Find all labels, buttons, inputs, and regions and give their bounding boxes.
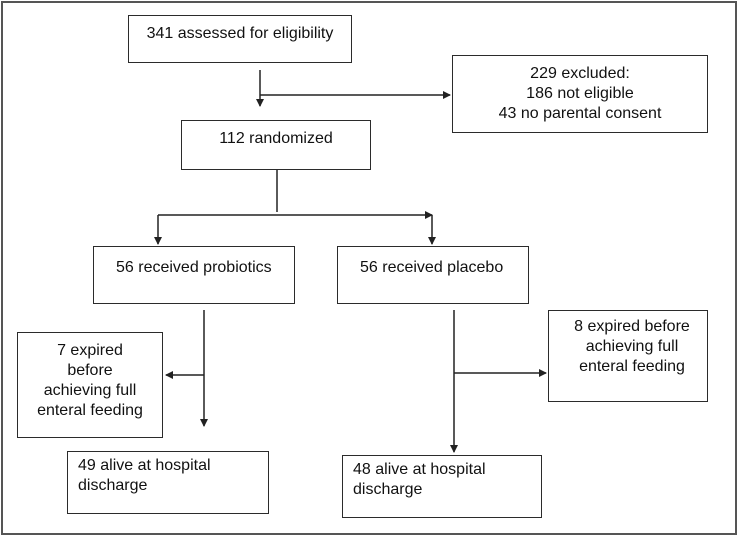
box-text: achieving full bbox=[585, 338, 679, 355]
box-alive-placebo: 48 alive at hospital discharge bbox=[342, 455, 542, 518]
box-text: enteral feeding bbox=[37, 402, 143, 419]
box-text: 8 expired before bbox=[574, 318, 690, 335]
box-text: 186 not eligible bbox=[526, 85, 634, 102]
box-text: 49 alive at hospital bbox=[78, 457, 211, 474]
box-expired-placebo: 8 expired before achieving full enteral … bbox=[548, 310, 708, 402]
box-text: discharge bbox=[78, 477, 148, 494]
box-text: discharge bbox=[353, 481, 423, 498]
box-assessed-eligibility: 341 assessed for eligibility bbox=[128, 15, 352, 63]
box-alive-probiotics: 49 alive at hospital discharge bbox=[67, 451, 269, 514]
box-text: before bbox=[67, 362, 113, 379]
box-expired-probiotics: 7 expired before achieving full enteral … bbox=[17, 332, 163, 438]
box-randomized: 112 randomized bbox=[181, 120, 371, 170]
box-received-probiotics: 56 received probiotics bbox=[93, 246, 295, 304]
box-text: 56 received probiotics bbox=[116, 259, 272, 276]
box-text: achieving full bbox=[43, 382, 137, 399]
box-text: 56 received placebo bbox=[360, 259, 504, 276]
box-text: 341 assessed for eligibility bbox=[146, 25, 334, 42]
box-text: 7 expired bbox=[57, 342, 123, 359]
box-text: 48 alive at hospital bbox=[353, 461, 486, 478]
box-text: 112 randomized bbox=[219, 130, 333, 147]
box-excluded: 229 excluded: 186 not eligible 43 no par… bbox=[452, 55, 708, 133]
box-text: enteral feeding bbox=[579, 358, 685, 375]
box-received-placebo: 56 received placebo bbox=[337, 246, 529, 304]
box-text: 43 no parental consent bbox=[498, 105, 662, 122]
box-text: 229 excluded: bbox=[530, 65, 630, 82]
